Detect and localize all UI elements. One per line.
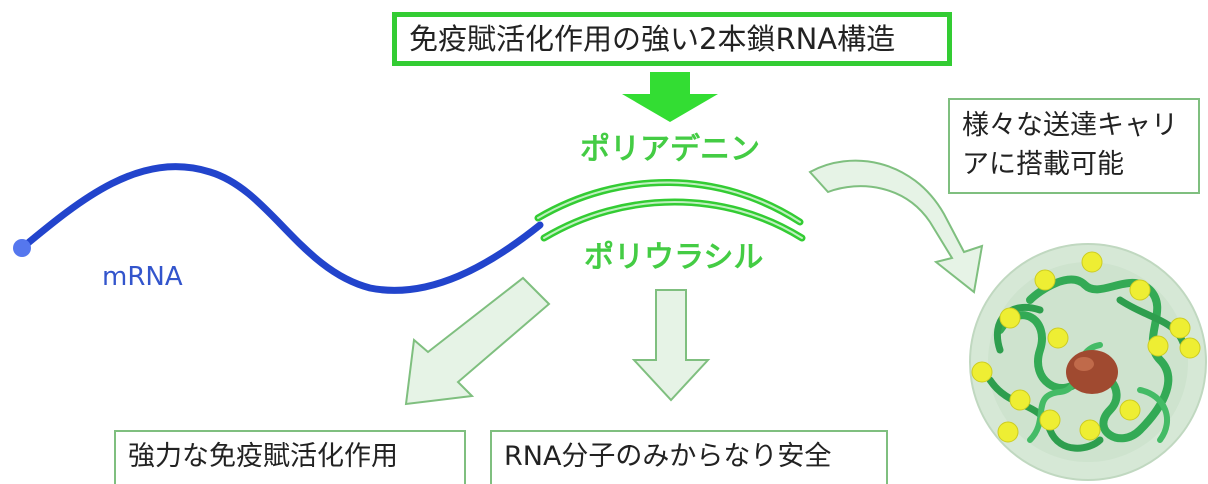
nanoparticle-illustration (969, 243, 1207, 481)
poly-u-label: ポリウラシル (584, 240, 764, 275)
nanoparticle-bead (999, 307, 1021, 329)
nanoparticle-bead (1009, 389, 1031, 411)
carrier-note-text: 様々な送達キャリアに搭載可能 (962, 110, 1178, 180)
title-box: 免疫賦活化作用の強い2本鎖RNA構造 (392, 12, 952, 66)
nanoparticle-bead (1039, 409, 1061, 431)
nanoparticle-bead (1147, 335, 1169, 357)
nanoparticle-core (1066, 350, 1118, 394)
nanoparticle-bead (1129, 279, 1151, 301)
mrna-strand (18, 163, 544, 294)
nanoparticle-bead (1079, 419, 1101, 441)
arrow-to-carrier (808, 159, 984, 294)
safety-text: RNA分子のみからなり安全 (504, 441, 832, 472)
title-down-arrow (622, 72, 718, 122)
nanoparticle-bead (1047, 327, 1069, 349)
safety-box: RNA分子のみからなり安全 (490, 430, 888, 484)
mrna-5prime-cap (13, 239, 31, 257)
title-text: 免疫賦活化作用の強い2本鎖RNA構造 (409, 22, 896, 56)
arrow-to-safety (631, 289, 711, 402)
carrier-note-box: 様々な送達キャリアに搭載可能 (948, 98, 1200, 194)
nanoparticle-bead (1169, 317, 1191, 339)
poly-a-strand-highlight (537, 181, 801, 223)
mrna-label: mRNA (102, 262, 183, 292)
nanoparticle-bead (1081, 251, 1103, 273)
nanoparticle-bead (1179, 337, 1201, 359)
nanoparticle-bead (971, 361, 993, 383)
immune-effect-box: 強力な免疫賦活化作用 (114, 430, 466, 484)
nanoparticle-bead (1119, 399, 1141, 421)
immune-effect-text: 強力な免疫賦活化作用 (128, 441, 398, 472)
arrow-to-immune-effect (404, 276, 551, 406)
nanoparticle-bead (1034, 269, 1056, 291)
poly-u-strand-highlight (543, 201, 803, 239)
nanoparticle-bead (997, 421, 1019, 443)
poly-a-label: ポリアデニン (580, 132, 760, 167)
